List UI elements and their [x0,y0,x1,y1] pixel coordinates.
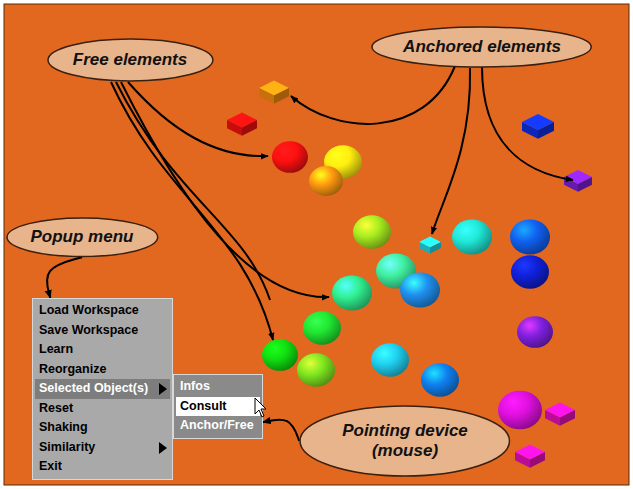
ellipse-shape [48,39,213,81]
leader-lines [111,66,573,340]
leader-line [482,67,573,180]
leader-line [128,82,268,156]
cube-face [578,177,592,192]
sphere-element [400,272,440,307]
leader-line [116,82,270,300]
callout-label: Pointing device (mouse) [330,421,480,462]
cube-face [545,410,560,426]
menu-item: Infos [176,377,260,397]
menu-item: Load Workspace [35,301,170,321]
cube-face [274,88,289,104]
sphere-element [303,311,341,344]
popup-submenu: InfosConsultAnchor/Free [173,374,263,439]
sphere-element [517,316,553,348]
submenu-arrow [159,442,167,454]
cube-element [564,170,592,192]
leader-line [121,82,329,297]
callout-label: Free elements [73,50,187,70]
callout-ellipse: Anchored elements [371,26,592,68]
sphere-element [498,391,542,430]
cube-face [522,122,538,139]
sphere-element [297,353,335,386]
cube-element [227,113,257,136]
sphere-element [272,141,308,173]
submenu-arrow-shape [159,383,167,395]
leader-line [432,68,470,234]
sphere-element [353,215,391,248]
callout-ellipse: Free elements [47,38,214,82]
sphere-element [309,166,343,196]
menu-item: Reorganize [35,360,170,380]
menu-item: Reset [35,399,170,419]
submenu-arrow-shape [159,442,167,454]
menu-item: Similarity [35,438,170,458]
callout-label: Anchored elements [403,37,561,57]
menu-item: Anchor/Free [176,416,260,436]
cube-element [522,114,554,139]
workspace-ground [4,4,629,485]
sphere-element [421,363,459,396]
cube-face [419,242,430,254]
callout-ellipse: Popup menu [6,217,159,258]
cube-face [259,88,274,104]
sphere-element [371,343,409,376]
cube-element [419,237,441,254]
callout-ellipse: Pointing device (mouse) [299,405,511,477]
submenu-arrow [159,383,167,395]
ellipse-shape [372,27,591,67]
menu-item: Save Workspace [35,321,170,341]
menu-item: Exit [35,457,170,477]
popup-menu: Load WorkspaceSave WorkspaceLearnReorgan… [32,298,173,480]
sphere-element [262,339,298,371]
callout-label: Popup menu [31,227,134,247]
menu-item: Learn [35,340,170,360]
cube-face [242,120,257,136]
cube-face [560,410,575,426]
cube-element [545,403,575,426]
menu-item: Shaking [35,418,170,438]
leader-line [291,66,455,124]
cube-face [538,122,554,139]
cube-element [515,445,545,468]
callout-arrow [263,420,300,441]
sphere-element [511,255,549,288]
ellipse-shape [300,406,510,476]
menu-item: Consult [176,397,260,417]
cube-face [430,242,441,254]
menu-item: Selected Object(s) [35,379,170,399]
sphere-element [332,275,372,310]
cube-face [227,120,242,136]
cube-face [515,452,530,468]
cube-element [259,81,289,104]
ellipse-shape [7,218,158,257]
cube-face [530,452,545,468]
sphere-element [510,219,550,254]
callout-arrow [47,257,82,298]
sphere-element [452,219,492,254]
